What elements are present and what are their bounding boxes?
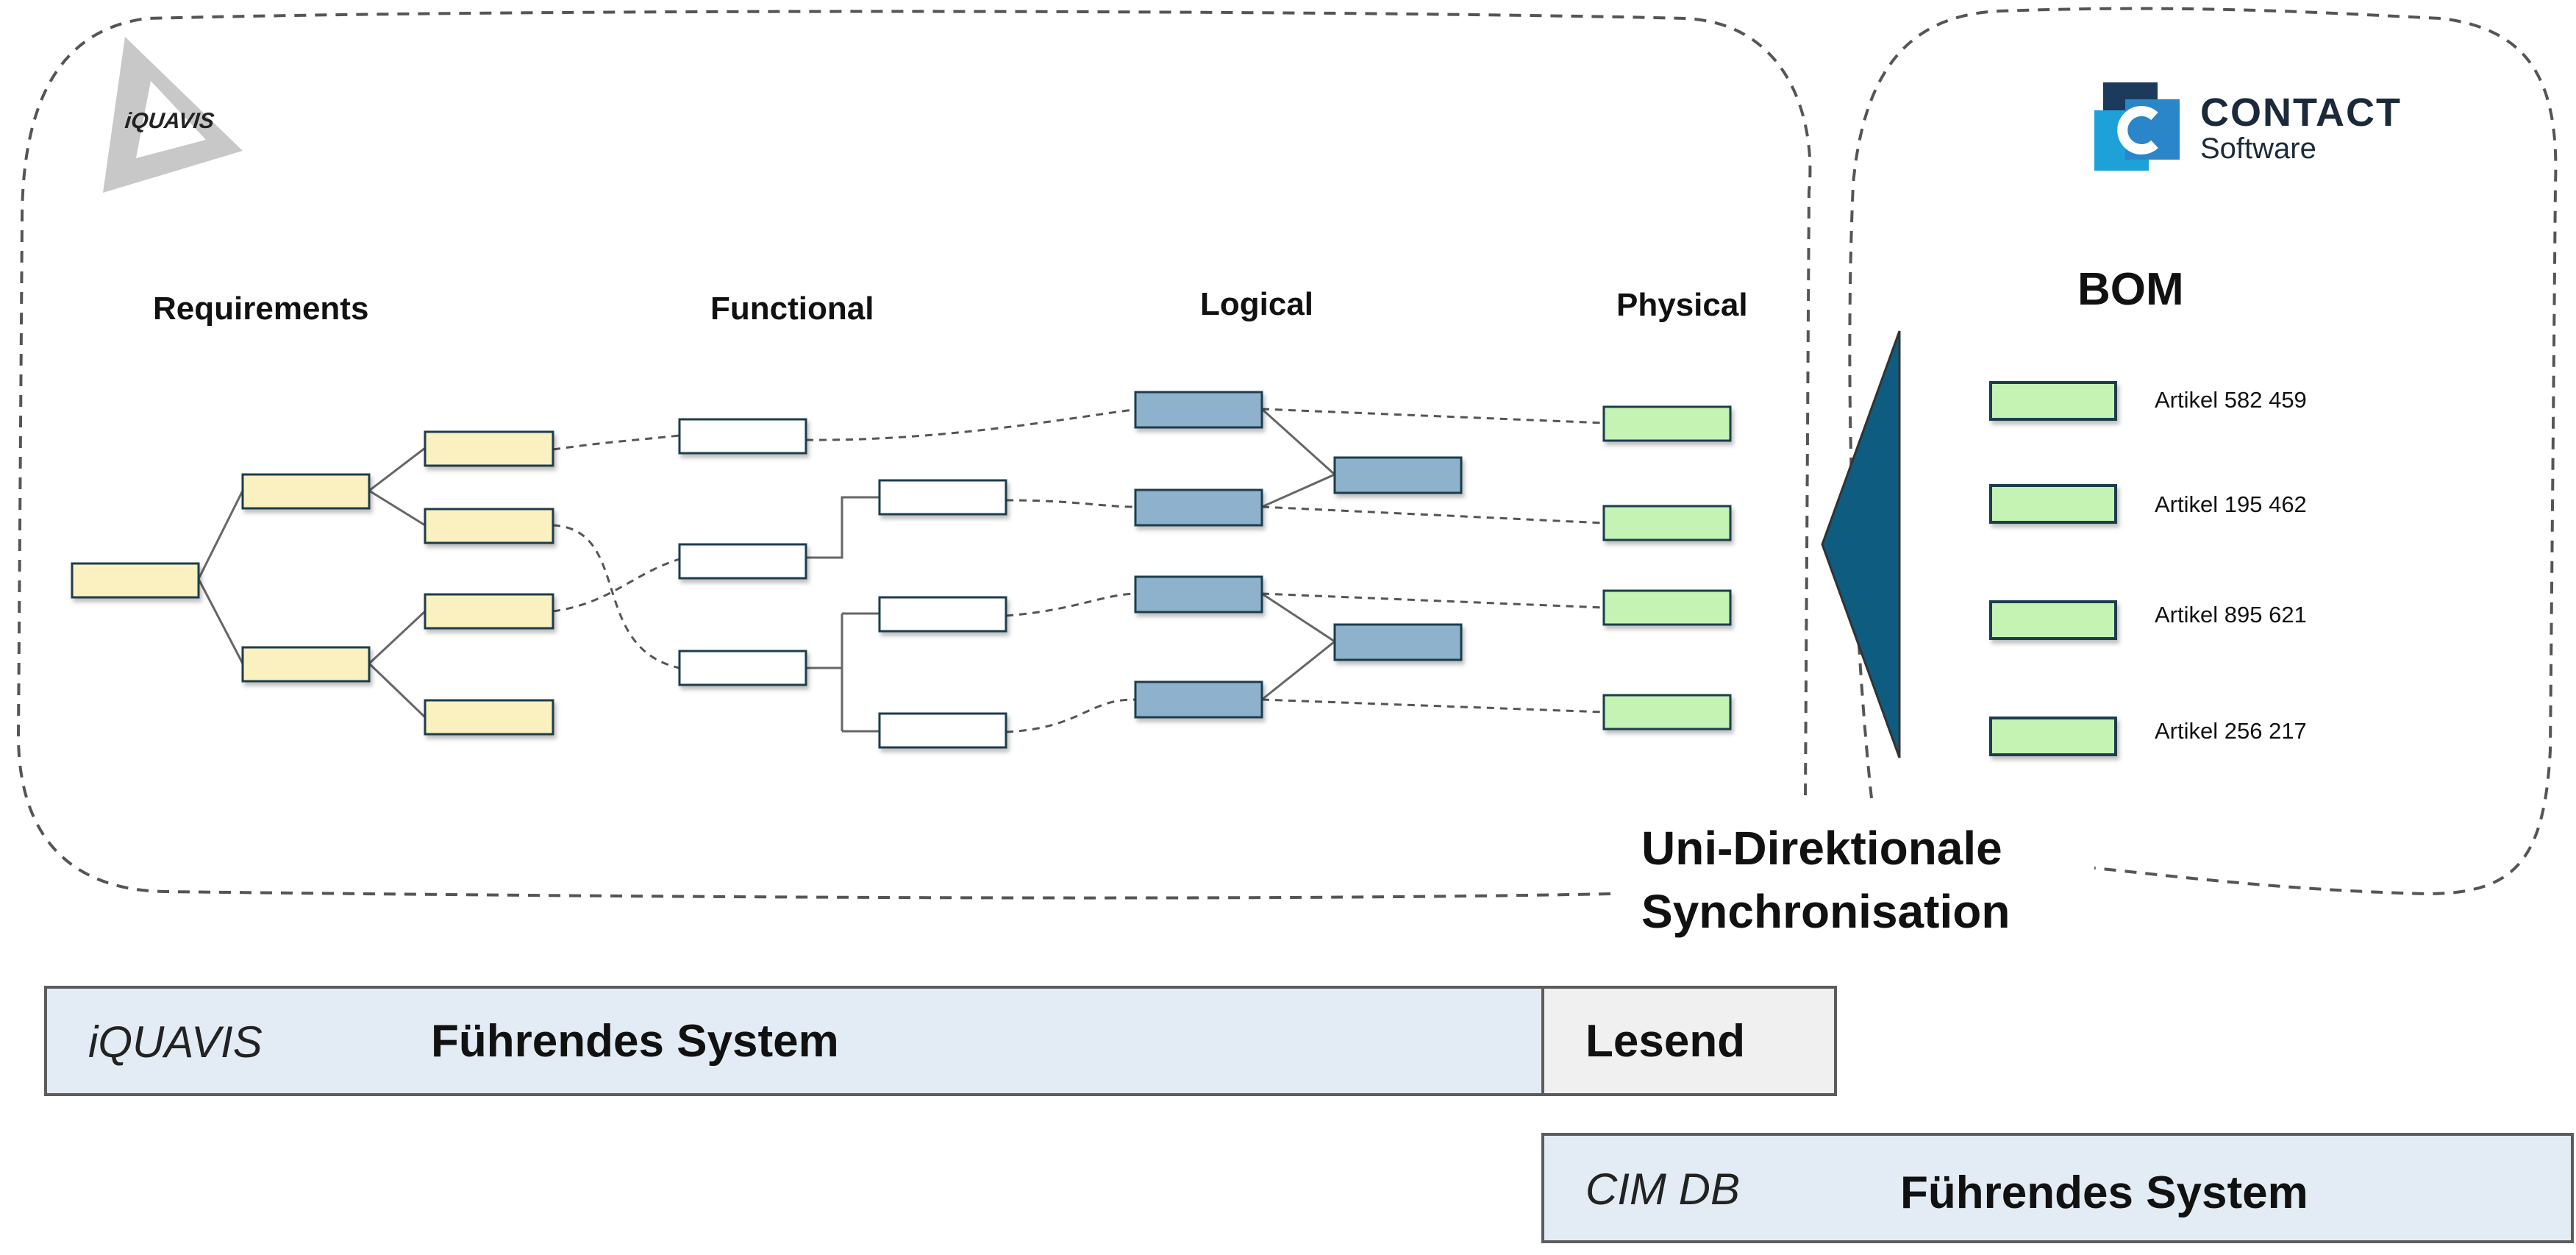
logical-boxes	[1134, 391, 1463, 719]
lesend-label: Lesend	[1585, 1016, 1746, 1067]
functional-box	[878, 712, 1007, 749]
bom-item-label: Artikel 895 621	[2155, 602, 2307, 628]
requirement-box	[241, 646, 371, 683]
logical-box	[1134, 488, 1263, 527]
contact-logo-subtext: Software	[2200, 132, 2316, 165]
physical-boxes	[1602, 405, 1732, 730]
logical-box	[1134, 680, 1263, 719]
functional-box	[878, 479, 1007, 516]
column-title-logical: Logical	[1200, 286, 1314, 322]
requirement-boxes	[71, 430, 554, 736]
sync-label-line2: Synchronisation	[1641, 885, 2011, 938]
iquavis-logo-text: iQUAVIS	[124, 109, 215, 133]
functional-box	[878, 596, 1007, 633]
bom-box	[1989, 484, 2117, 524]
trace-links	[552, 408, 1605, 733]
iquavis-boundary	[16, 10, 1812, 900]
logical-box	[1333, 623, 1463, 661]
physical-box	[1602, 589, 1732, 626]
bom-item-label: Artikel 582 459	[2155, 387, 2307, 413]
cimdb-system-role: Führendes System	[1900, 1167, 2308, 1218]
lesend-bar: Lesend	[1541, 986, 1837, 1096]
requirement-box	[424, 699, 554, 736]
bom-item-label: Artikel 195 462	[2155, 491, 2307, 517]
bom-box	[1989, 717, 2117, 756]
functional-boxes	[678, 418, 1007, 749]
column-title-requirements: Requirements	[153, 291, 369, 327]
physical-box	[1602, 505, 1732, 541]
column-title-physical: Physical	[1616, 287, 1748, 323]
iquavis-system-bar: iQUAVIS Führendes System	[44, 986, 1544, 1096]
contact-boundary	[1848, 7, 2558, 896]
functional-box	[678, 650, 807, 686]
functional-box	[678, 543, 807, 580]
requirement-box	[424, 508, 554, 544]
bom-box	[1989, 381, 2117, 421]
logical-box	[1333, 456, 1463, 494]
contact-logo-text: CONTACT	[2200, 90, 2402, 135]
bom-boxes	[1989, 381, 2117, 756]
cimdb-system-bar: CIM DB Führendes System	[1541, 1133, 2574, 1243]
requirement-box	[71, 562, 200, 599]
bom-item-label: Artikel 256 217	[2155, 718, 2307, 744]
physical-box	[1602, 405, 1732, 442]
cimdb-system-name: CIM DB	[1585, 1165, 1740, 1214]
sync-label: Uni-Direktionale Synchronisation	[1641, 817, 2010, 943]
logical-box	[1134, 575, 1263, 614]
tree-connectors	[197, 408, 1336, 733]
requirement-box	[424, 593, 554, 630]
requirement-box	[241, 473, 371, 510]
sync-triangle	[1821, 330, 1901, 758]
physical-box	[1602, 694, 1732, 730]
bom-box	[1989, 600, 2117, 640]
iquavis-system-role: Führendes System	[431, 1016, 839, 1067]
functional-box	[678, 418, 807, 455]
column-title-functional: Functional	[710, 291, 874, 327]
iquavis-logo-icon	[103, 37, 243, 193]
sync-label-line1: Uni-Direktionale	[1641, 822, 2002, 875]
contact-logo-icon	[2094, 82, 2180, 171]
bom-title: BOM	[2077, 264, 2184, 315]
requirement-box	[424, 430, 554, 467]
logical-box	[1134, 391, 1263, 429]
iquavis-system-name: iQUAVIS	[88, 1017, 263, 1067]
